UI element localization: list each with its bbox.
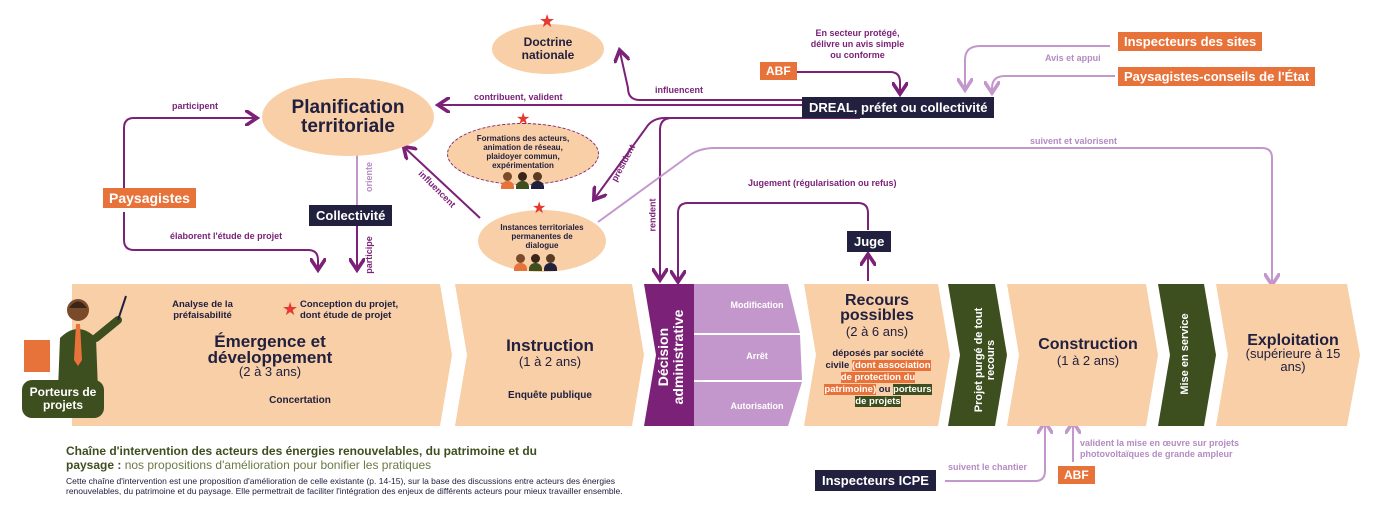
arrow-jugement xyxy=(678,202,869,280)
mise-service-title: Mise en service xyxy=(1179,313,1191,395)
instruction-duration: (1 à 2 ans) xyxy=(518,354,582,369)
juge-box: Juge xyxy=(847,231,892,252)
arrow-suivent-valorisent xyxy=(597,147,1272,283)
people-icon xyxy=(514,254,557,271)
arrow-sites-dreal xyxy=(965,45,1110,88)
label-valident-mise: valident la mise en œuvre sur projets ph… xyxy=(1080,438,1240,459)
porteur-figure-icon xyxy=(24,295,127,390)
concertation-text: Concertation xyxy=(269,395,331,406)
option-autorisation: Autorisation xyxy=(730,401,784,411)
arrow-influencent-mid xyxy=(405,148,481,219)
arrow-influencent-top xyxy=(620,52,805,101)
recours-title: Recours possibles xyxy=(840,292,914,324)
decision-title: Décision administrative xyxy=(655,309,686,405)
construction-title: Construction xyxy=(1038,336,1138,353)
arrow-abf-dreal xyxy=(795,71,900,92)
porteurs-badge: Porteurs de projets xyxy=(22,380,104,418)
dreal-box: DREAL, préfet ou collectivité xyxy=(802,97,995,118)
abf-bottom-box: ABF xyxy=(1058,466,1095,484)
stage-purge-shape xyxy=(948,284,1007,426)
abf-top-box: ABF xyxy=(760,62,797,80)
people-icon xyxy=(501,172,544,189)
arrow-icpe xyxy=(945,424,1045,482)
recours-detail: déposés par société civile (dont associa… xyxy=(820,348,936,408)
caption-title: Chaîne d'intervention des acteurs des én… xyxy=(66,444,537,472)
caption-subtitle: nos propositions d'amélioration pour bon… xyxy=(124,458,432,472)
stage-emergence-shape xyxy=(72,284,452,426)
stage-modification-shape xyxy=(694,284,800,333)
planification-territoriale-node: Planification territoriale xyxy=(262,78,434,156)
formations-label: Formations des acteurs, animation de rés… xyxy=(476,134,570,170)
exploitation-title: Exploitation xyxy=(1247,332,1339,349)
analyse-text: Analyse de la préfaisabilité xyxy=(172,299,233,321)
stage-instruction-shape xyxy=(455,284,644,426)
label-suivent-valorisent: suivent et valorisent xyxy=(1030,136,1118,146)
conception-text: Conception du projet, dont étude de proj… xyxy=(300,299,399,321)
option-arret: Arrêt xyxy=(746,351,768,361)
construction-duration: (1 à 2 ans) xyxy=(1056,353,1120,368)
planification-label: Planification territoriale xyxy=(291,97,405,137)
caption-body: Cette chaîne d'intervention est une prop… xyxy=(66,476,623,496)
stage-autorisation-shape xyxy=(694,382,802,426)
enquete-text: Enquête publique xyxy=(508,390,592,401)
inspecteurs-icpe-box: Inspecteurs ICPE xyxy=(815,470,936,491)
stage-construction-shape xyxy=(1007,284,1158,426)
exploitation-duration: (supérieure à 15 ans) xyxy=(1245,346,1341,374)
stage-exploitation-shape xyxy=(1216,284,1360,426)
label-suivent-chantier: suivent le chantier xyxy=(948,462,1028,472)
caption: Chaîne d'intervention des acteurs des én… xyxy=(66,444,636,496)
recours-p1: déposés par société civile xyxy=(825,348,924,371)
arrow-rendent xyxy=(660,117,860,278)
arrow-elaborent xyxy=(123,212,318,268)
purge-title: Projet purgé de tout recours xyxy=(973,307,997,413)
collectivite-box: Collectivité xyxy=(309,205,393,226)
stage-decision-shape xyxy=(644,284,694,426)
label-elaborent: élaborent l'étude de projet xyxy=(170,231,283,241)
porteurs-label: Porteurs de projets xyxy=(29,385,97,412)
stage-mise-service-shape xyxy=(1158,284,1216,426)
label-participent: participent xyxy=(172,101,219,111)
recours-p3: ou xyxy=(878,384,891,395)
instruction-title: Instruction xyxy=(506,336,594,355)
option-modification: Modification xyxy=(730,300,784,310)
recours-duration: (2 à 6 ans) xyxy=(845,324,909,339)
label-contribuent: contribuent, valident xyxy=(474,92,563,102)
arrow-participent xyxy=(123,118,255,188)
label-jugement: Jugement (régularisation ou refus) xyxy=(748,178,897,188)
abf-note: En secteur protégé, délivre un avis simp… xyxy=(810,28,905,60)
label-influencent-top: influencent xyxy=(655,85,704,95)
doctrine-nationale-node: Doctrine nationale xyxy=(492,24,604,74)
emergence-duration: (2 à 3 ans) xyxy=(238,364,302,379)
star-icon: ★ xyxy=(532,200,547,217)
star-icon: ★ xyxy=(282,299,299,319)
arrow-president xyxy=(595,117,832,198)
stage-arret-shape xyxy=(694,335,802,380)
avis-label: Avis et appui xyxy=(1045,53,1101,63)
emergence-title: Émergence et développement xyxy=(207,332,333,367)
paysagistes-box: Paysagistes xyxy=(103,188,196,208)
star-icon: ★ xyxy=(539,11,556,31)
arrow-paysconseils-dreal xyxy=(992,75,1115,91)
paysagistes-conseils-box: Paysagistes-conseils de l'État xyxy=(1118,67,1316,86)
doctrine-label: Doctrine nationale xyxy=(521,35,575,62)
instances-node: Instances territoriales permanentes de d… xyxy=(478,210,606,272)
star-icon: ★ xyxy=(516,111,531,128)
inspecteurs-sites-box: Inspecteurs des sites xyxy=(1118,32,1263,51)
instances-label: Instances territoriales permanentes de d… xyxy=(500,223,584,250)
